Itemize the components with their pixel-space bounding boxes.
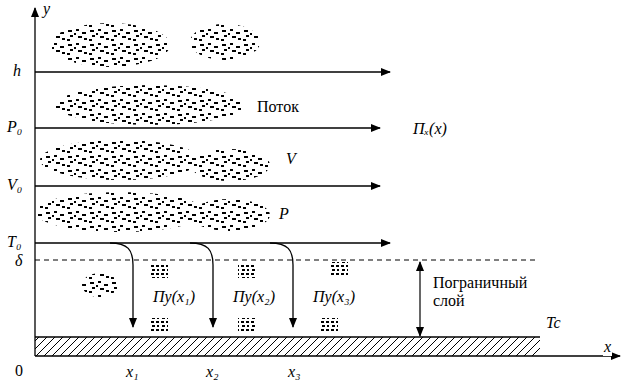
axis-label: y [42,0,51,18]
axes [35,8,620,356]
wall-surface [35,336,540,337]
axis-mark: V₀ [6,176,23,194]
axis-mark: x₁ [125,363,140,381]
axis-mark: δ [14,252,23,270]
flow-label: Поток [256,98,300,116]
axis-mark: h [12,62,22,80]
axis-mark: P₀ [6,118,23,136]
axis-mark: T₀ [6,233,22,251]
wall-temperature-label: Tc [545,314,562,332]
flux-label: Πy(x₂) [232,288,276,306]
flux-arrows [110,243,293,327]
axis-mark: x₃ [287,363,302,381]
flux-label: Πₓ(x) [412,120,448,138]
boundary-line [35,260,535,261]
layer-bracket [419,262,420,336]
layer-label: Пограничный слой [432,274,542,310]
pressure-label: P [278,205,290,223]
origin-label: 0 [14,362,24,380]
velocity-label: V [285,150,297,168]
flux-label: Πy(x₁) [152,288,196,306]
particle-clouds [35,23,348,332]
flux-label: Πy(x₃) [312,288,356,306]
axis-label: x [603,338,612,356]
axis-mark: x₂ [205,363,220,381]
flow-arrows [35,72,390,243]
wall-hatch [35,337,540,356]
